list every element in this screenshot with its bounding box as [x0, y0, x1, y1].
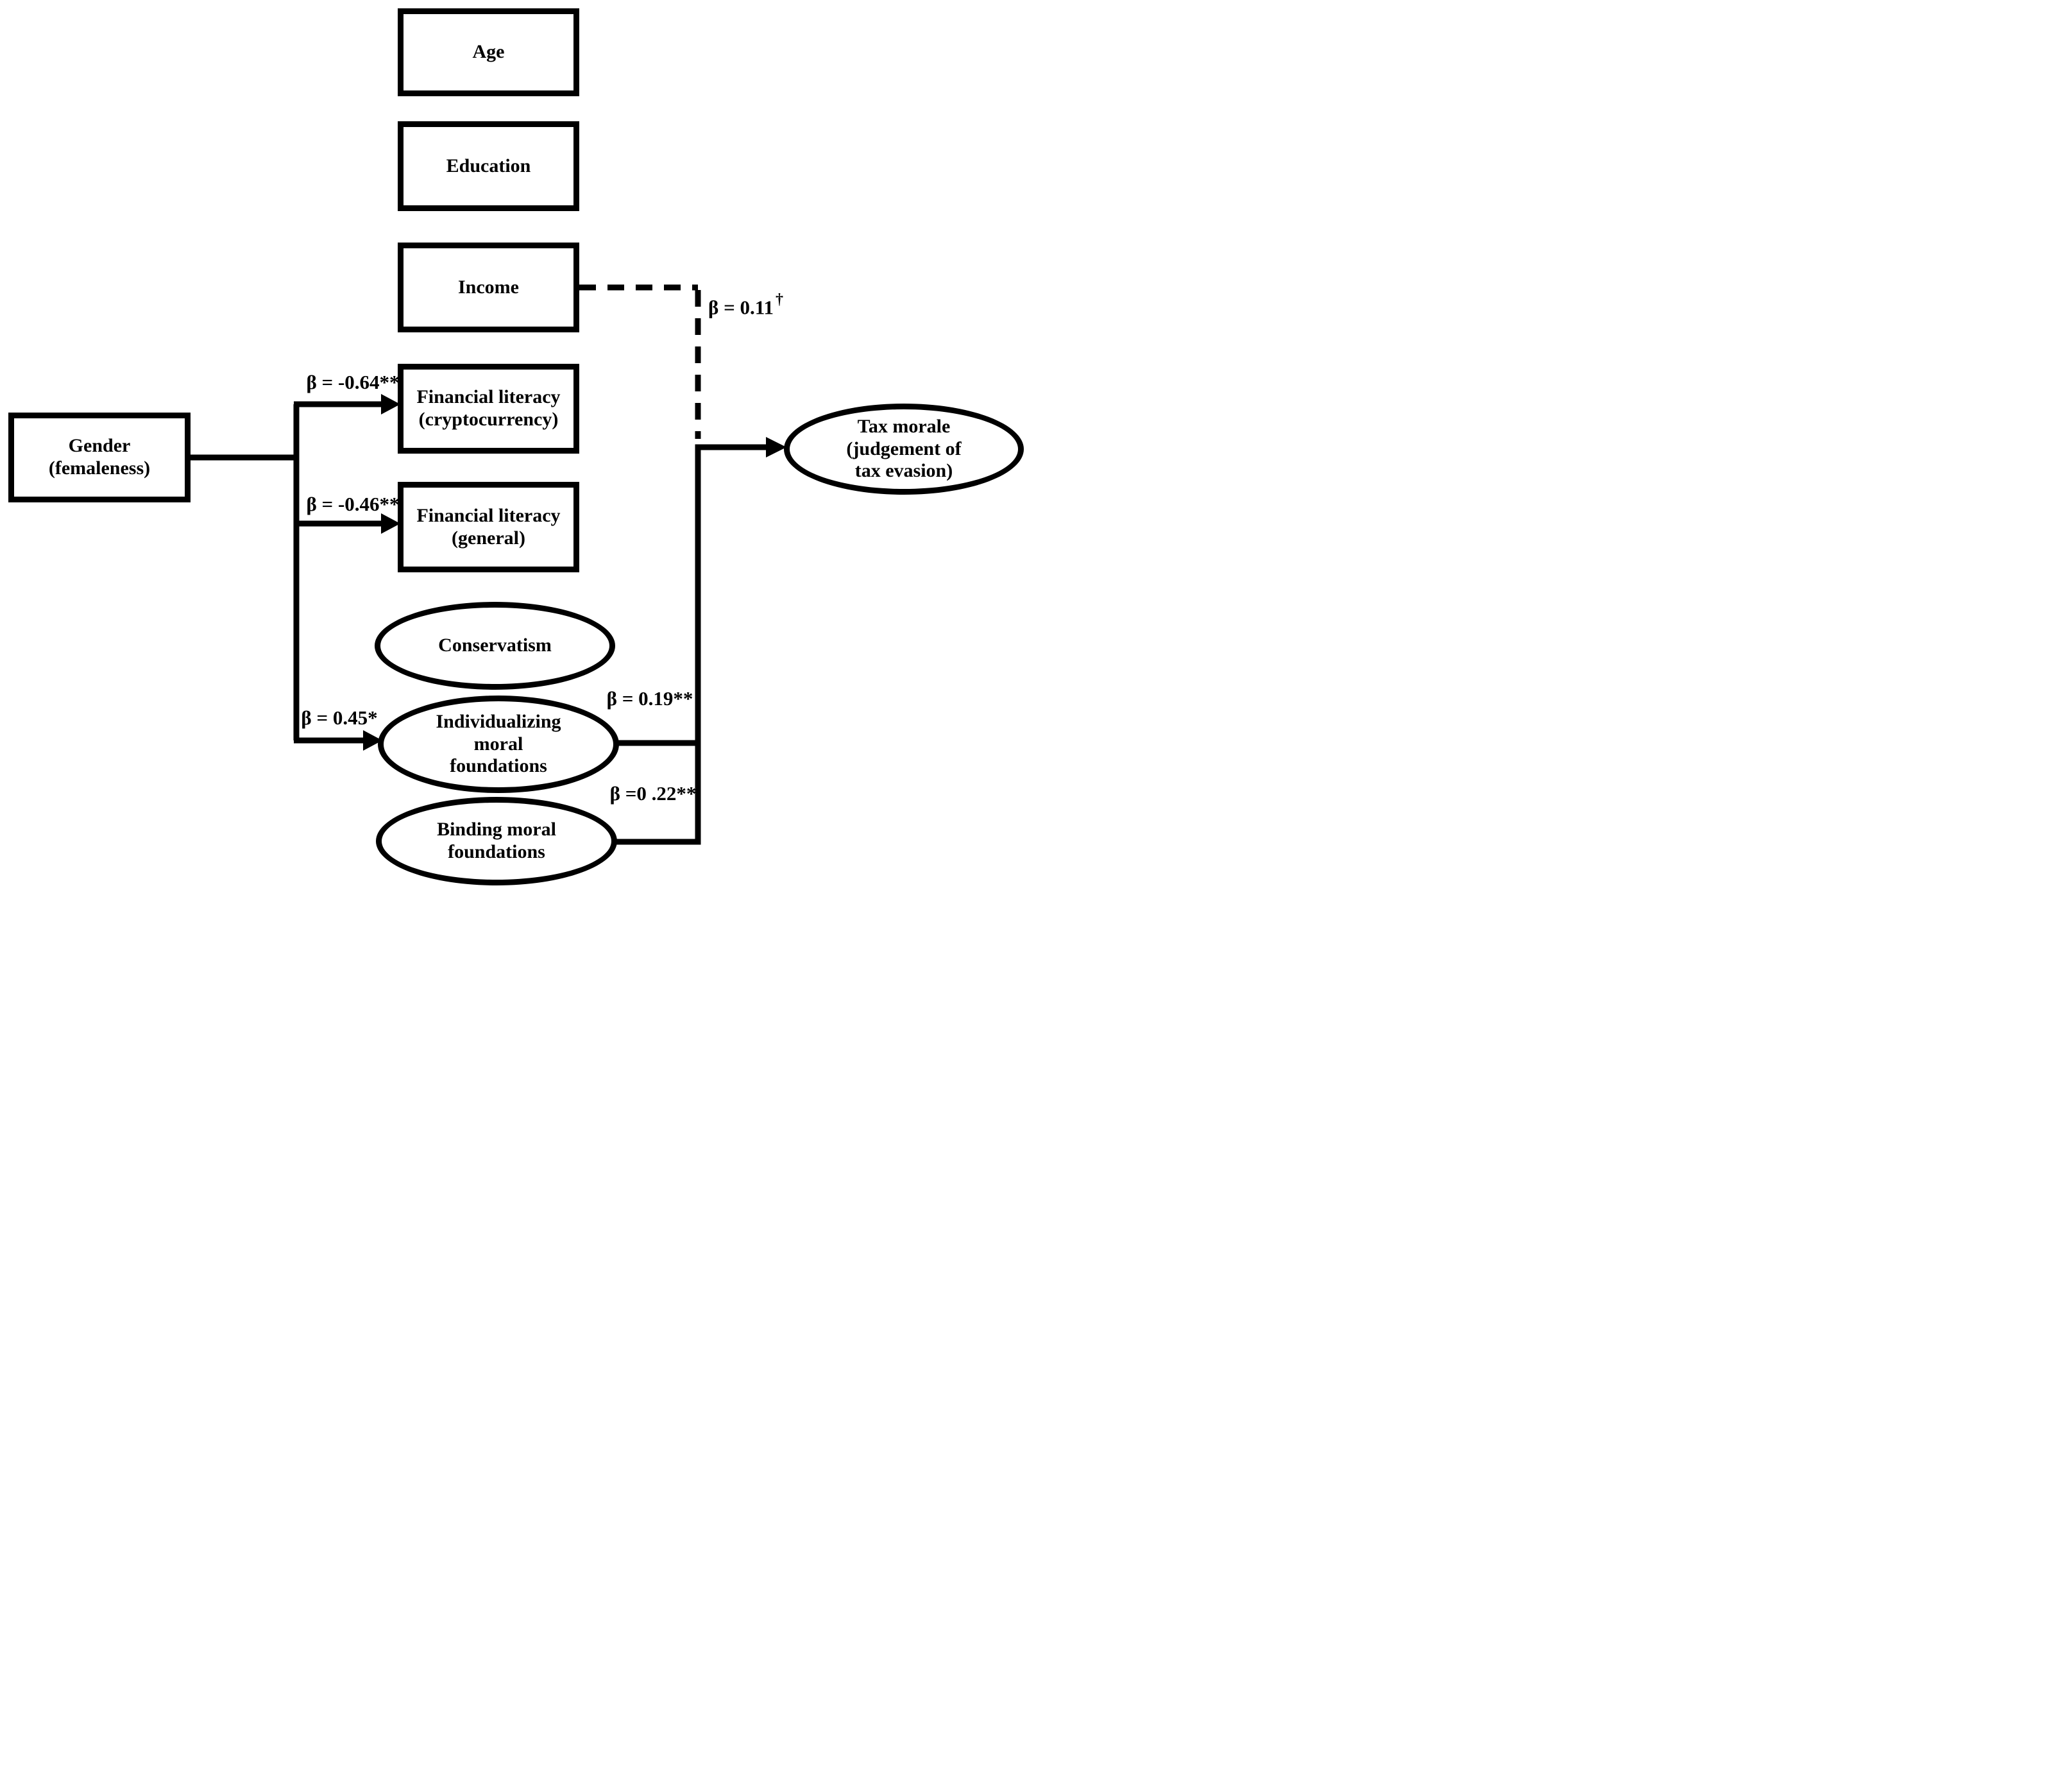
box-financial-literacy-general-label: Financial literacy (general): [416, 504, 561, 549]
coef-gender-to-crypto: β = -0.64**: [306, 371, 400, 393]
arrowhead-general: [381, 513, 400, 534]
coef-binding-to-tax-morale: β =0 .22**: [609, 782, 697, 805]
ellipse-tax-morale: Tax morale (judgement of tax evasion): [784, 404, 1024, 495]
coef-income-to-tax-morale-value: β = 0.11: [708, 296, 774, 319]
coef-individualizing-to-tax-morale: β = 0.19**: [606, 687, 693, 710]
ellipse-tax-morale-label: Tax morale (judgement of tax evasion): [846, 415, 962, 482]
box-gender-femaleness-label: Gender (femaleness): [48, 435, 151, 479]
box-age-label: Age: [472, 41, 505, 63]
box-income: Income: [398, 243, 579, 332]
arrowhead-crypto: [381, 394, 400, 414]
income-dashed-path: [579, 284, 701, 439]
ellipse-binding-moral-foundations: Binding moral foundations: [376, 797, 617, 885]
connector-lines-layer: [191, 284, 786, 845]
box-financial-literacy-cryptocurrency-label: Financial literacy (cryptocurrency): [416, 386, 561, 430]
ellipse-individualizing-moral-foundations: Individualizing moral foundations: [378, 696, 619, 793]
dagger-symbol: †: [776, 291, 784, 308]
path-model-diagram: Age Education Income Financial literacy …: [0, 0, 1036, 888]
gender-trunk-lines: [191, 401, 385, 744]
ellipse-conservatism-label: Conservatism: [438, 635, 552, 656]
ellipse-conservatism: Conservatism: [375, 602, 615, 690]
coef-gender-to-individualizing: β = 0.45*: [301, 706, 378, 729]
box-age: Age: [398, 8, 579, 96]
box-gender-femaleness: Gender (femaleness): [8, 413, 191, 502]
box-income-label: Income: [458, 276, 519, 298]
box-financial-literacy-cryptocurrency: Financial literacy (cryptocurrency): [398, 364, 579, 454]
coef-gender-to-general: β = -0.46**: [306, 493, 400, 515]
box-education-label: Education: [446, 155, 531, 176]
box-financial-literacy-general: Financial literacy (general): [398, 482, 579, 572]
box-education: Education: [398, 121, 579, 211]
binding-up-to-tax-line: [616, 444, 769, 845]
arrowheads: [363, 394, 786, 751]
ellipse-binding-moral-foundations-label: Binding moral foundations: [437, 819, 556, 862]
coef-income-to-tax-morale: β = 0.11†: [708, 291, 784, 319]
moral-foundation-lines: [616, 444, 769, 845]
ellipse-individualizing-moral-foundations-label: Individualizing moral foundations: [436, 710, 561, 777]
arrowhead-individualizing: [363, 730, 382, 751]
arrowhead-tax-morale: [766, 437, 786, 457]
